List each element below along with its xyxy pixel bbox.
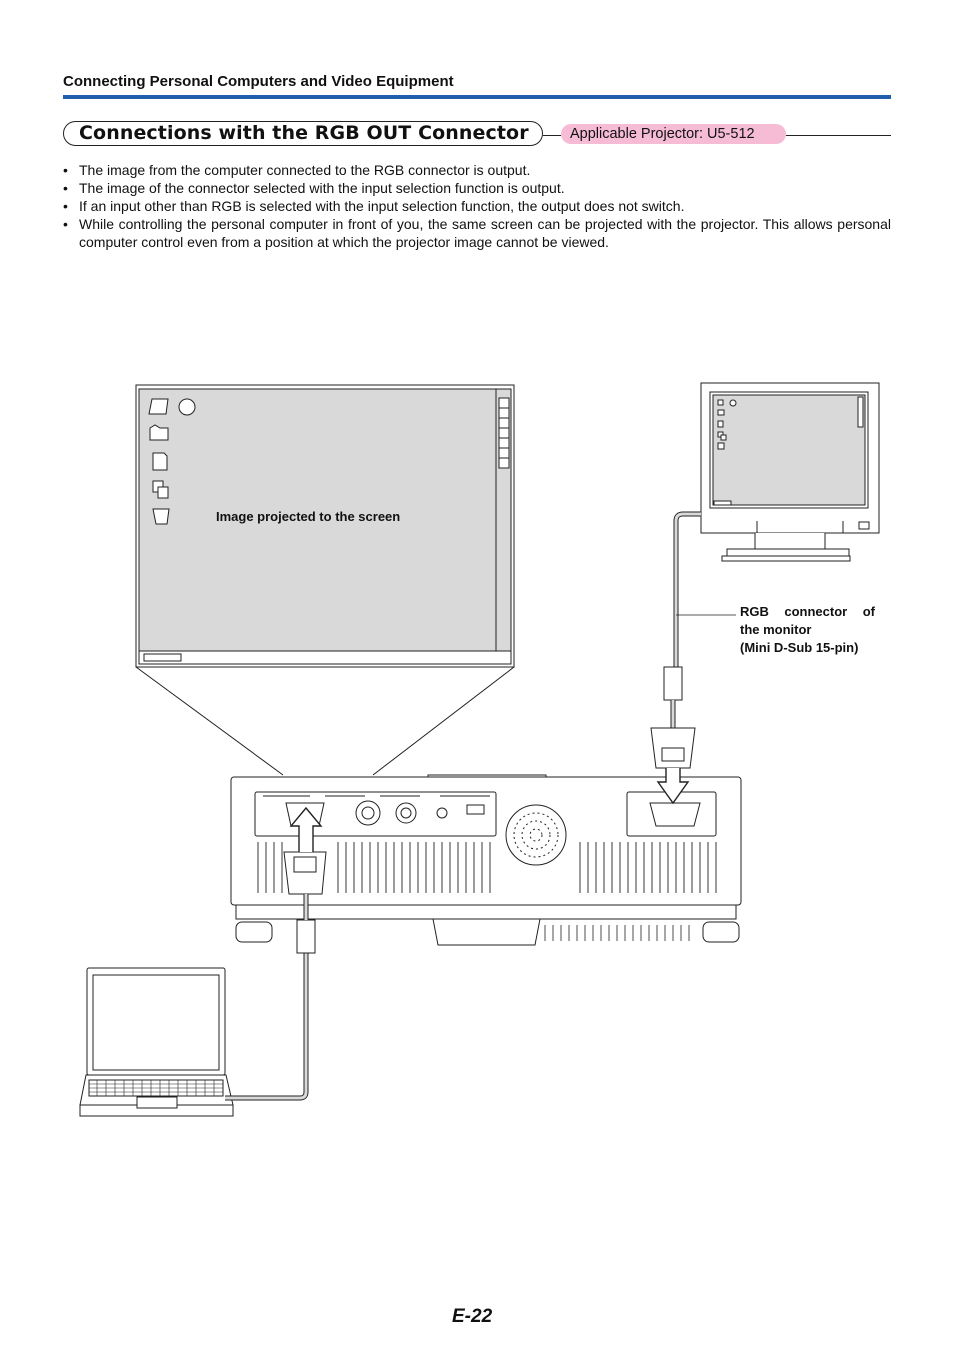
- cable-projector-to-monitor: [650, 511, 736, 805]
- bullet-item: The image of the connector selected with…: [63, 179, 891, 197]
- monitor-illustration: [700, 382, 880, 562]
- laptop-illustration: [79, 967, 234, 1117]
- cable-laptop-to-projector: [225, 806, 327, 1101]
- desktop-icons: [148, 398, 196, 525]
- title-connector-line: [543, 135, 561, 136]
- title-trailing-rule: [786, 135, 891, 136]
- bullet-item: If an input other than RGB is selected w…: [63, 197, 891, 215]
- header-rule: [63, 95, 891, 99]
- bullet-item: While controlling the personal computer …: [63, 215, 891, 251]
- section-title: Connections with the RGB OUT Connector: [79, 122, 529, 144]
- page-header: Connecting Personal Computers and Video …: [63, 73, 454, 90]
- projected-screen: [135, 384, 515, 776]
- projector-illustration: [230, 774, 742, 946]
- page-number: E-22: [452, 1306, 493, 1327]
- section-title-frame: [63, 121, 543, 146]
- monitor-label-line1: RGB connector of: [740, 604, 875, 619]
- screen-label: Image projected to the screen: [216, 509, 401, 524]
- monitor-label-line2: the monitor: [740, 622, 812, 637]
- bullet-list: The image from the computer connected to…: [63, 161, 891, 251]
- applicable-projector-badge: Applicable Projector: U5-512: [561, 124, 786, 144]
- monitor-label-line3: (Mini D-Sub 15-pin): [740, 640, 859, 655]
- bullet-item: The image from the computer connected to…: [63, 161, 891, 179]
